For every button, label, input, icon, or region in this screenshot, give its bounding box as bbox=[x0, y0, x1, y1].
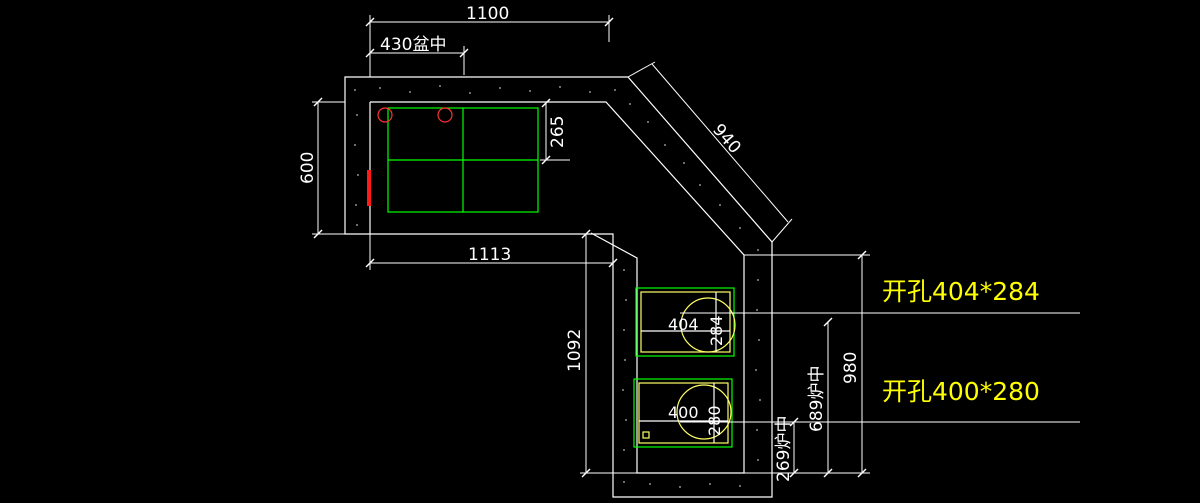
hob-cutout-2 bbox=[633, 378, 733, 448]
cutout-1-height: 284 bbox=[707, 315, 726, 346]
dim-940-label: 940 bbox=[708, 120, 744, 158]
dim-1092-label: 1092 bbox=[565, 329, 585, 372]
sink-cutout bbox=[387, 107, 539, 213]
backsplash-marker bbox=[367, 170, 371, 206]
stone-texture bbox=[354, 85, 761, 488]
dim-430-label: 430盆中 bbox=[380, 35, 446, 55]
cutout-2-width: 400 bbox=[668, 403, 699, 422]
hob-2-inner bbox=[638, 382, 729, 444]
dim-269-label: 269炉中 bbox=[774, 416, 794, 482]
countertop-outer-edge bbox=[344, 76, 773, 498]
dim-940-ext-bottom bbox=[771, 218, 793, 243]
dim-600-label: 600 bbox=[298, 152, 318, 184]
hob-2-corner-mark bbox=[642, 431, 650, 439]
dim-940-ext-top bbox=[627, 61, 656, 78]
cutout-1-width: 404 bbox=[668, 315, 699, 334]
hob-1-outer bbox=[635, 287, 735, 357]
dim-1100-label: 1100 bbox=[466, 4, 509, 24]
drain-hole-icon bbox=[437, 107, 453, 123]
cutout-2-height: 280 bbox=[705, 405, 724, 436]
dim-689-label: 689炉中 bbox=[807, 366, 827, 432]
dim-980-label: 980 bbox=[841, 352, 861, 384]
faucet-hole-icon bbox=[377, 107, 393, 123]
hob-1-inner bbox=[640, 291, 731, 353]
cutout-2-callout: 开孔400*280 bbox=[882, 377, 1040, 406]
dim-1113-label: 1113 bbox=[468, 245, 511, 265]
dimension-lines bbox=[312, 15, 1080, 474]
hob-2-burner-icon bbox=[676, 384, 732, 440]
hob-1-burner-icon bbox=[680, 297, 736, 353]
hob-cutout-1 bbox=[635, 287, 736, 357]
dim-265-label: 265 bbox=[548, 116, 568, 148]
dimension-ticks bbox=[313, 17, 867, 478]
dim-940-line bbox=[651, 63, 789, 223]
cutout-1-callout: 开孔404*284 bbox=[882, 277, 1040, 306]
hob-2-outer bbox=[633, 378, 733, 448]
